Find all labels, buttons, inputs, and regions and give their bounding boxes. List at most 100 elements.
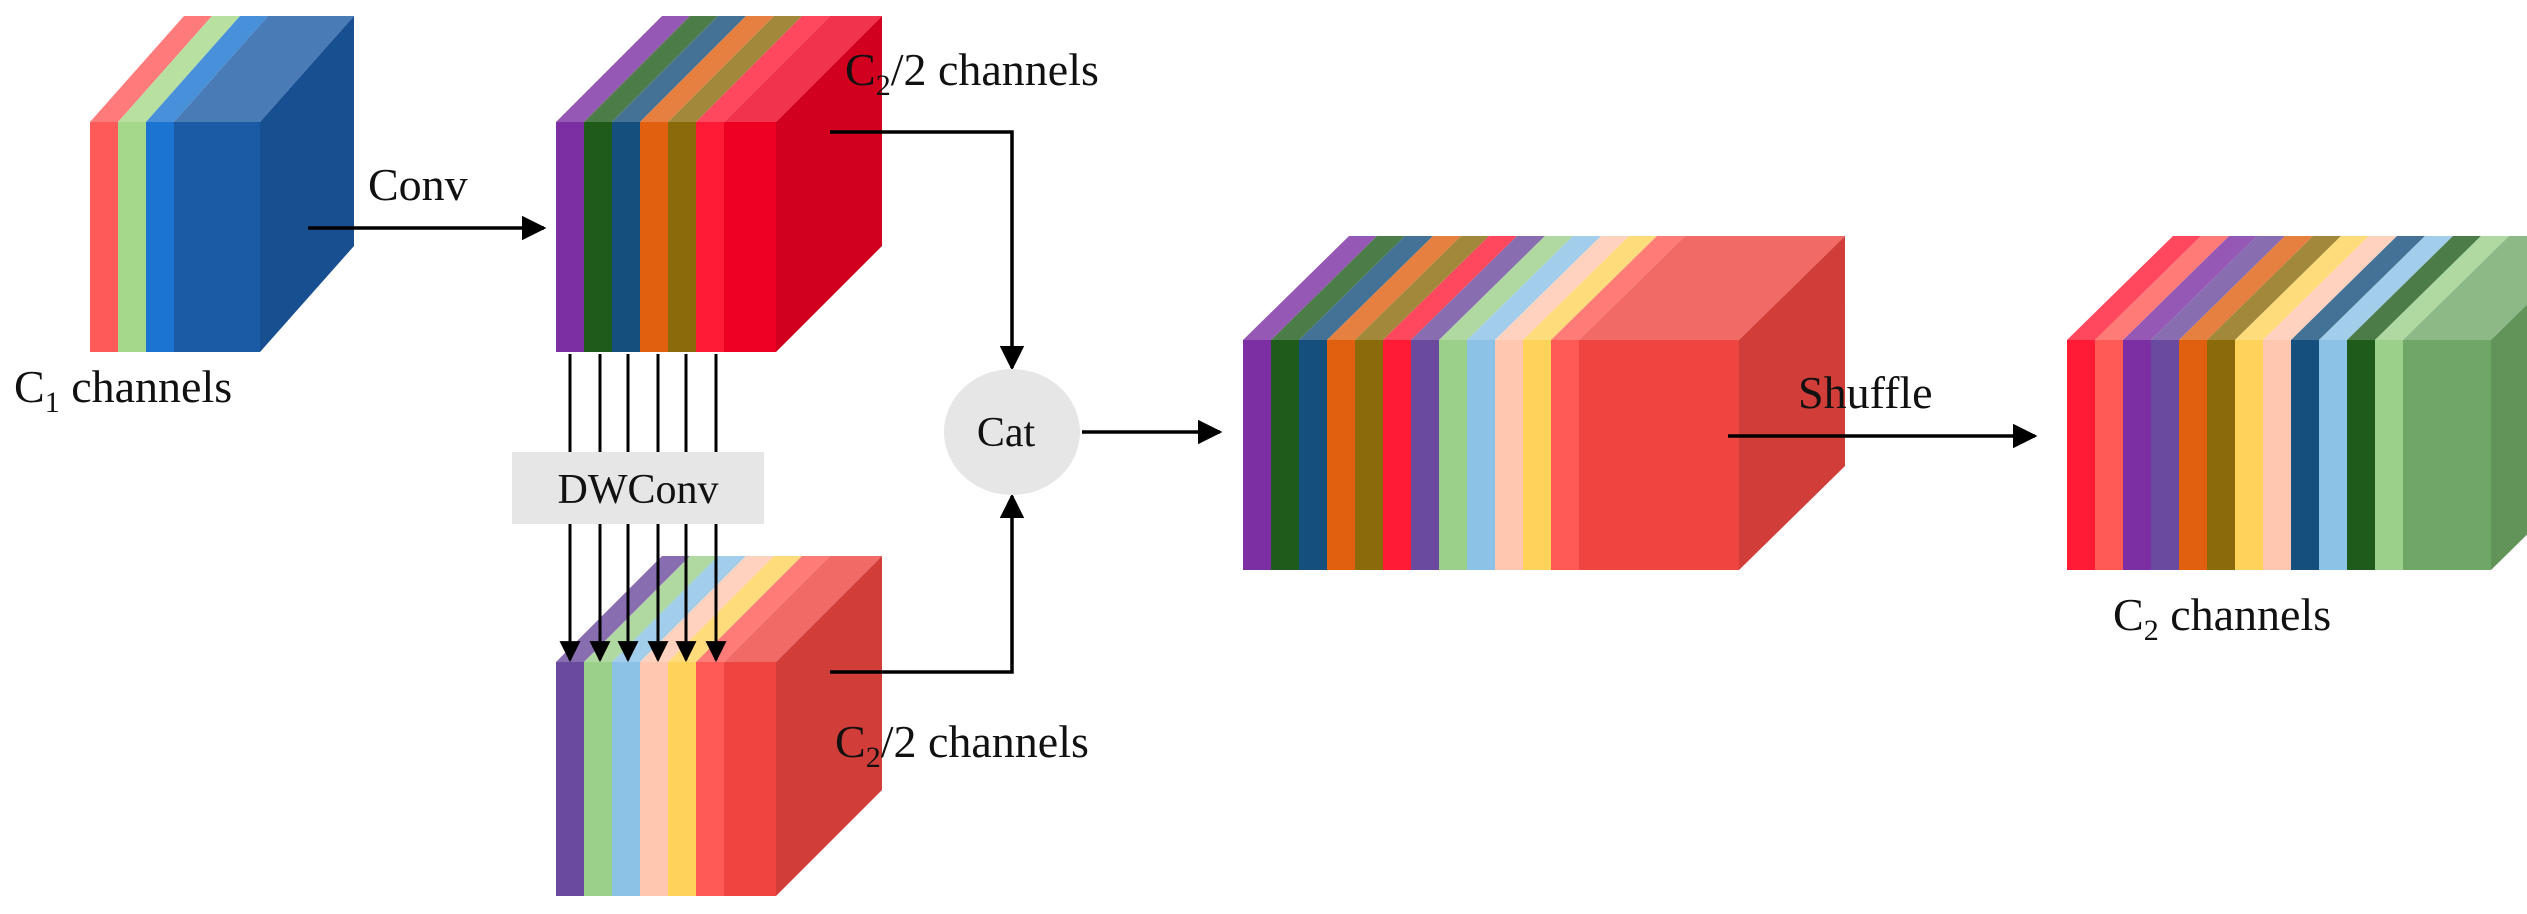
conv-label: Conv — [368, 159, 468, 210]
channel-slab-front — [696, 122, 724, 352]
output-channels-label: C2 channels — [2113, 589, 2331, 647]
channel-slab-top — [696, 16, 830, 122]
channel-slab-front — [90, 122, 118, 352]
channel-slab-front — [556, 662, 584, 896]
channel-slab-front — [2347, 340, 2375, 570]
channel-slab-top — [2235, 236, 2369, 340]
channel-slab-top — [1579, 236, 1846, 340]
channel-slab-front — [612, 662, 640, 896]
channel-slab-top — [2179, 236, 2313, 340]
channel-slab-front — [2291, 340, 2319, 570]
channel-slab-top — [2207, 236, 2341, 340]
channel-slab-front — [668, 122, 696, 352]
channel-slab-top — [2067, 236, 2201, 340]
channel-slab-top — [1439, 236, 1573, 340]
block-side-face — [260, 16, 354, 352]
dwconv-box — [512, 452, 764, 524]
cat-label: Cat — [977, 410, 1036, 456]
channel-slab-top — [1243, 236, 1377, 340]
channel-slab-front — [584, 122, 612, 352]
block-side-face — [2491, 304, 2527, 570]
channel-slab-front — [2207, 340, 2235, 570]
channel-slab-top — [1355, 236, 1489, 340]
channel-slab-front — [696, 662, 724, 896]
channel-slab-top — [668, 556, 802, 662]
channel-slab-top — [640, 556, 774, 662]
channel-slab-top — [174, 16, 354, 122]
channel-slab-top — [556, 16, 690, 122]
channel-slab-front — [1579, 340, 1740, 570]
channel-slab-front — [2235, 340, 2263, 570]
channel-slab-front — [556, 122, 584, 352]
channel-slab-front — [2375, 340, 2403, 570]
channel-slab-front — [2123, 340, 2151, 570]
channel-slab-front — [1551, 340, 1579, 570]
channel-slab-front — [174, 122, 260, 352]
channel-slab-top — [146, 16, 268, 122]
channel-slab-top — [2291, 236, 2425, 340]
channel-slab-top — [1299, 236, 1433, 340]
channel-slab-top — [1551, 236, 1685, 340]
cat-node — [944, 369, 1080, 495]
channel-slab-front — [724, 122, 776, 352]
channel-slab-top — [1495, 236, 1629, 340]
channel-slab-top — [118, 16, 240, 122]
block-side-face — [776, 16, 882, 352]
channel-slab-front — [118, 122, 146, 352]
block-side-face — [1739, 236, 1846, 570]
channel-slab-front — [2095, 340, 2123, 570]
block-side-face — [776, 556, 882, 896]
input-feature-block — [90, 16, 354, 352]
top-channels-label: C2/2 channels — [845, 44, 1099, 102]
channel-slab-front — [2319, 340, 2347, 570]
channel-slab-top — [2263, 236, 2397, 340]
channel-slab-top — [2151, 236, 2285, 340]
concatenated-block — [1243, 236, 1846, 570]
channel-slab-front — [2067, 340, 2095, 570]
bottom-channels-label: C2/2 channels — [835, 716, 1089, 774]
channel-slab-front — [1327, 340, 1355, 570]
channel-slab-top — [90, 16, 212, 122]
channel-slab-front — [640, 662, 668, 896]
channel-slab-top — [668, 16, 802, 122]
channel-slab-top — [1523, 236, 1657, 340]
channel-slab-front — [2263, 340, 2291, 570]
channel-slab-top — [640, 16, 774, 122]
channel-slab-top — [1327, 236, 1461, 340]
channel-slab-front — [1411, 340, 1439, 570]
channel-slab-top — [2319, 236, 2453, 340]
channel-slab-front — [2403, 340, 2491, 570]
channel-slab-top — [1467, 236, 1601, 340]
dwconv-output-block — [556, 556, 882, 896]
channel-slab-front — [1467, 340, 1495, 570]
channel-slab-front — [146, 122, 174, 352]
bottom-to-cat-arrow — [830, 493, 1025, 674]
channel-slab-top — [2375, 236, 2509, 340]
channel-slab-top — [724, 556, 882, 662]
channel-slab-front — [1495, 340, 1523, 570]
channel-slab-top — [612, 16, 746, 122]
channel-slab-front — [1439, 340, 1467, 570]
channel-slab-top — [612, 556, 746, 662]
channel-slab-front — [1355, 340, 1383, 570]
top-to-cat-arrow — [830, 130, 1025, 371]
channel-slab-top — [1383, 236, 1517, 340]
channel-slab-front — [1243, 340, 1271, 570]
channel-slab-front — [584, 662, 612, 896]
channel-slab-top — [2095, 236, 2229, 340]
channel-slab-top — [2347, 236, 2481, 340]
channel-slab-top — [2123, 236, 2257, 340]
dwconv-label: DWConv — [558, 467, 719, 513]
channel-slab-front — [1271, 340, 1299, 570]
channel-slab-top — [584, 16, 718, 122]
shuffle-label: Shuffle — [1798, 367, 1933, 418]
conv-output-block — [556, 16, 882, 352]
channel-slab-top — [1411, 236, 1545, 340]
input-channels-label: C1 channels — [14, 361, 232, 419]
channel-slab-front — [1383, 340, 1411, 570]
channel-slab-front — [2151, 340, 2179, 570]
channel-slab-front — [668, 662, 696, 896]
shuffled-block — [2067, 236, 2527, 570]
channel-slab-front — [724, 662, 776, 896]
